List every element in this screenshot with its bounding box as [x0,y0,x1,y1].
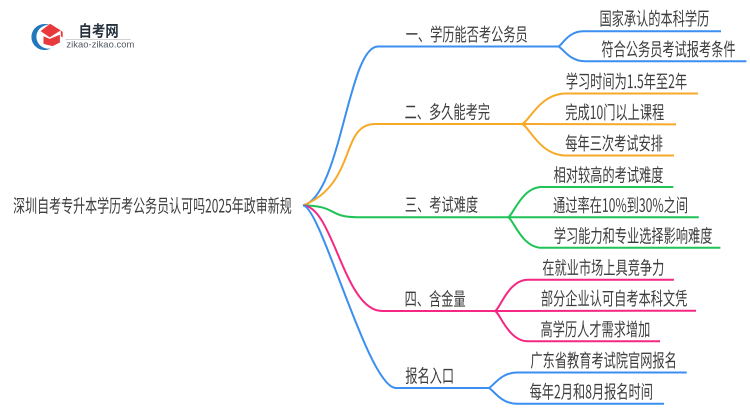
svg-text:zikao-zikao.com: zikao-zikao.com [66,39,134,50]
